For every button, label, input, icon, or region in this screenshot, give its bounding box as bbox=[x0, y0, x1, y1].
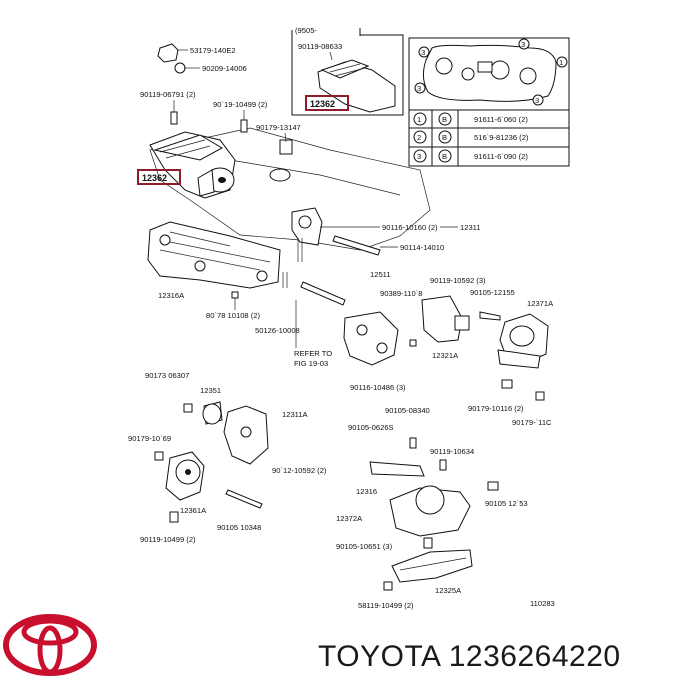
svg-text:1: 1 bbox=[559, 58, 563, 67]
callout-label: 90105-0626S bbox=[348, 423, 394, 432]
callout-label: 90116-10486 (3) bbox=[350, 383, 406, 392]
svg-text:3: 3 bbox=[535, 96, 539, 105]
callout-label: 90116-10160 (2) bbox=[382, 223, 438, 232]
callout-label: 12311A bbox=[282, 410, 309, 419]
svg-text:3: 3 bbox=[421, 48, 425, 57]
main-highlight-box bbox=[137, 169, 181, 185]
callout-label: 12351 bbox=[200, 386, 221, 395]
svg-text:3: 3 bbox=[417, 84, 421, 93]
legend-num: 3 bbox=[417, 152, 421, 161]
callout-label: 53179-140E2 bbox=[190, 46, 236, 55]
legend-letter: B bbox=[442, 152, 447, 161]
legend-letter: B bbox=[442, 115, 447, 124]
callout-label: 12311 bbox=[460, 223, 481, 232]
callout-label: 90105-10651 (3) bbox=[336, 542, 393, 551]
inset-label: 90119-08633 bbox=[298, 42, 342, 51]
main-mount: 12362 bbox=[137, 131, 236, 199]
callout-label: 80`78 10108 (2) bbox=[206, 311, 261, 320]
svg-text:3: 3 bbox=[521, 40, 525, 49]
callout-label: 12511 bbox=[370, 270, 391, 279]
callout-label: 90119-06791 (2) bbox=[140, 90, 196, 99]
callout-label: 90114-14010 bbox=[400, 243, 444, 252]
callout-label: 90179-`11C bbox=[512, 418, 552, 427]
diagram-code: 110283 bbox=[530, 599, 555, 608]
toyota-logo bbox=[3, 614, 97, 676]
bracket-12311: 90116-10160 (2) 12311 90114-14010 12511 bbox=[291, 207, 481, 279]
callout-label: 12316 bbox=[356, 487, 377, 496]
legend-num: 1 bbox=[417, 115, 421, 124]
callout-label: 90119-10592 (3) bbox=[430, 276, 486, 285]
inset-highlight-code: 12362 bbox=[310, 99, 335, 109]
legend-letter: B bbox=[442, 133, 447, 142]
callout-label: 90105 10348 bbox=[217, 523, 261, 532]
engine-block bbox=[149, 127, 431, 251]
callout-label: 90119-10634 bbox=[430, 447, 474, 456]
callout-label: 90173 06307 bbox=[145, 371, 189, 380]
callout-label: 12361A bbox=[180, 506, 207, 515]
callout-label: 50126-10008 bbox=[255, 326, 300, 335]
callout-label: 90119-10499 (2) bbox=[140, 535, 196, 544]
callout-label: FIG 19-03 bbox=[294, 359, 328, 368]
top-left-hardware: 53179-140E2 90209-14006 90119-06791 (2) … bbox=[140, 43, 301, 143]
legend-part: 516`9-81236 (2) bbox=[474, 133, 529, 142]
inset-box: (9505- 90119-08633 12362 bbox=[291, 26, 404, 116]
callout-label: REFER TO bbox=[294, 349, 332, 358]
legend-part: 91611-6`090 (2) bbox=[474, 152, 528, 161]
legend-num: 2 bbox=[417, 133, 421, 142]
callout-label: 12372A bbox=[336, 514, 363, 523]
callout-label: 12325A bbox=[435, 586, 462, 595]
callout-label: 90105-08340 bbox=[385, 406, 430, 415]
right-lower-mounts: 90105-08340 90105-0626S 90119-10634 1231… bbox=[336, 406, 555, 610]
legend-part: 91611-6`060 (2) bbox=[474, 115, 528, 124]
inset-header: (9505- bbox=[295, 26, 317, 35]
callout-label: 90179-10116 (2) bbox=[468, 404, 524, 413]
part-number-caption: TOYOTA 1236264220 bbox=[318, 640, 621, 673]
right-mid-mount: 12321A 90119-10592 (3) 90105-12155 12371… bbox=[421, 276, 554, 427]
callout-label: 90105-12155 bbox=[470, 288, 515, 297]
callout-label: 58119-10499 (2) bbox=[358, 601, 414, 610]
rod-assembly: REFER TO FIG 19-03 90116-10486 (3) 90389… bbox=[294, 281, 423, 392]
callout-label: 90`19-10499 (2) bbox=[213, 100, 268, 109]
callout-label: 12316A bbox=[158, 291, 185, 300]
left-lower-mounts: 90173 06307 12351 12311A 90179-10`69 90`… bbox=[128, 371, 327, 544]
inset-highlight-box bbox=[305, 95, 349, 111]
left-bracket: 12316A 80`78 10108 (2) 50126-10008 bbox=[147, 221, 300, 335]
main-highlight-code: 12362 bbox=[142, 173, 167, 183]
callout-label: 12371A bbox=[527, 299, 554, 308]
callout-label: 12321A bbox=[432, 351, 459, 360]
callout-label: 90209-14006 bbox=[202, 64, 247, 73]
callout-label: 90`12-10592 (2) bbox=[272, 466, 327, 475]
callout-label: 90389-110`8 bbox=[380, 289, 423, 298]
callout-label: 90179-10`69 bbox=[128, 434, 171, 443]
callout-label: 90179-13147 bbox=[256, 123, 301, 132]
gasket-legend: 3 3 1 3 3 1 B 91611-6`060 (2) 2 B 516`9-… bbox=[408, 37, 570, 167]
callout-label: 90105 12`53 bbox=[485, 499, 528, 508]
